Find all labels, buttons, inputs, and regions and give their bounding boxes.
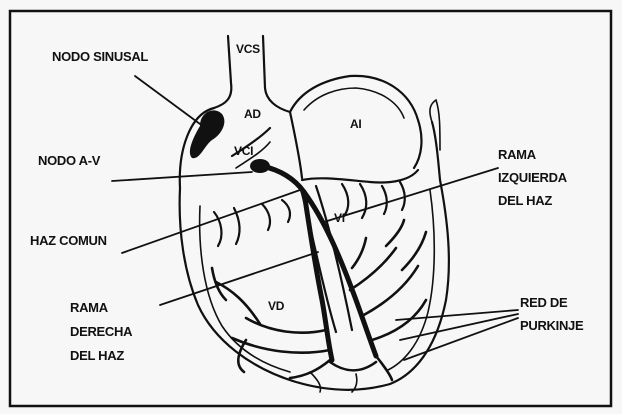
purkinje-fiber-r3 [216, 282, 260, 324]
rv-inner-wall [200, 206, 290, 372]
label-rama-derecha-2: DERECHA [70, 324, 133, 339]
heart-outline [180, 36, 449, 390]
sinus-node-mark [190, 110, 225, 158]
purkinje-fiber-l4 [386, 220, 404, 246]
purkinje-fiber-l5 [402, 232, 426, 270]
label-rama-izquierda-3: DEL HAZ [498, 193, 552, 208]
label-rama-izquierda-1: RAMA [498, 147, 537, 162]
figure-border [10, 11, 611, 406]
mitral-leaflet-2 [360, 184, 366, 218]
purkinje-fiber-r6 [290, 360, 330, 378]
label-haz-comun: HAZ COMUN [30, 233, 107, 248]
label-red-purkinje-1: RED DE [520, 295, 568, 310]
label-rama-derecha-3: DEL HAZ [70, 348, 124, 363]
label-nodo-av: NODO A-V [38, 153, 101, 168]
label-nodo-sinusal: NODO SINUSAL [52, 49, 148, 64]
interatrial-wall [290, 112, 302, 178]
label-vci: VCI [234, 144, 253, 158]
tricuspid-leaflet-4 [282, 200, 290, 222]
label-vcs: VCS [236, 42, 260, 56]
label-ai: AI [350, 117, 361, 131]
label-vi: VI [334, 211, 345, 225]
label-ad: AD [244, 107, 261, 121]
label-red-purkinje-2: PURKINJE [520, 318, 584, 333]
left-atrium-floor [302, 170, 418, 183]
label-rama-derecha-1: RAMA [70, 300, 109, 315]
label-vd: VD [268, 299, 285, 313]
purkinje-fiber-l1 [350, 248, 396, 290]
leader-lines [112, 76, 518, 360]
vcs-left-wall [214, 36, 231, 108]
purkinje-apex-twig-1 [310, 372, 321, 392]
tricuspid-leaflet-3 [262, 204, 270, 230]
purkinje-fiber-l7 [352, 238, 366, 268]
lv-inner-wall [388, 190, 434, 370]
mitral-leaflet-4 [400, 182, 405, 210]
leader-purkinje-3 [404, 318, 518, 360]
leader-haz-comun [122, 190, 300, 253]
leader-nodo-av [112, 172, 252, 181]
purkinje-apex-network [330, 362, 376, 370]
left-heart-outer-wall [390, 122, 449, 384]
tricuspid-leaflet-1 [214, 212, 221, 246]
vcs-right-wall [263, 36, 290, 112]
mitral-leaflet-3 [382, 186, 387, 214]
purkinje-fiber-l6 [376, 356, 392, 380]
his-bundle-path [262, 166, 304, 192]
leader-nodo-sinusal [135, 76, 200, 124]
right-heart-outer-wall [180, 108, 390, 390]
conduction-system [190, 110, 426, 392]
arch-inner [304, 88, 404, 118]
label-rama-izquierda-2: IZQUIERDA [498, 170, 568, 185]
